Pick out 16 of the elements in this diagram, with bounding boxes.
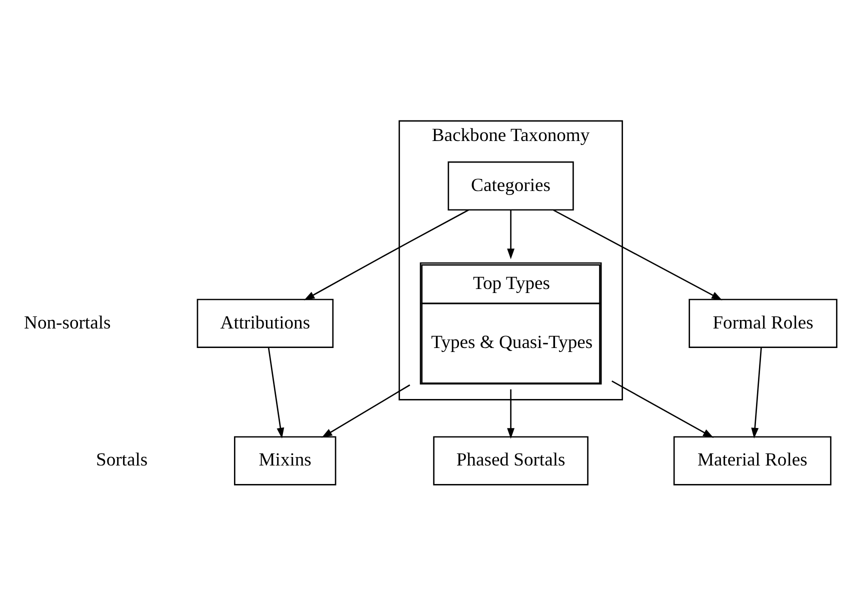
label: Sortals bbox=[96, 450, 148, 471]
node-box: Formal Roles bbox=[688, 298, 838, 348]
label: Non-sortals bbox=[24, 312, 111, 334]
arrow bbox=[268, 347, 284, 438]
arrow bbox=[751, 348, 762, 438]
node-box: Mixins bbox=[234, 436, 336, 486]
node-box: Material Roles bbox=[673, 436, 832, 486]
arrow bbox=[612, 380, 714, 438]
arrow bbox=[304, 209, 469, 300]
node-box: Attributions bbox=[196, 298, 334, 348]
node-box: Phased Sortals bbox=[433, 436, 588, 486]
arrow bbox=[322, 384, 410, 438]
arrow bbox=[507, 210, 515, 260]
arrow bbox=[553, 210, 722, 300]
node-box: Categories bbox=[448, 161, 574, 211]
arrow bbox=[507, 389, 515, 439]
